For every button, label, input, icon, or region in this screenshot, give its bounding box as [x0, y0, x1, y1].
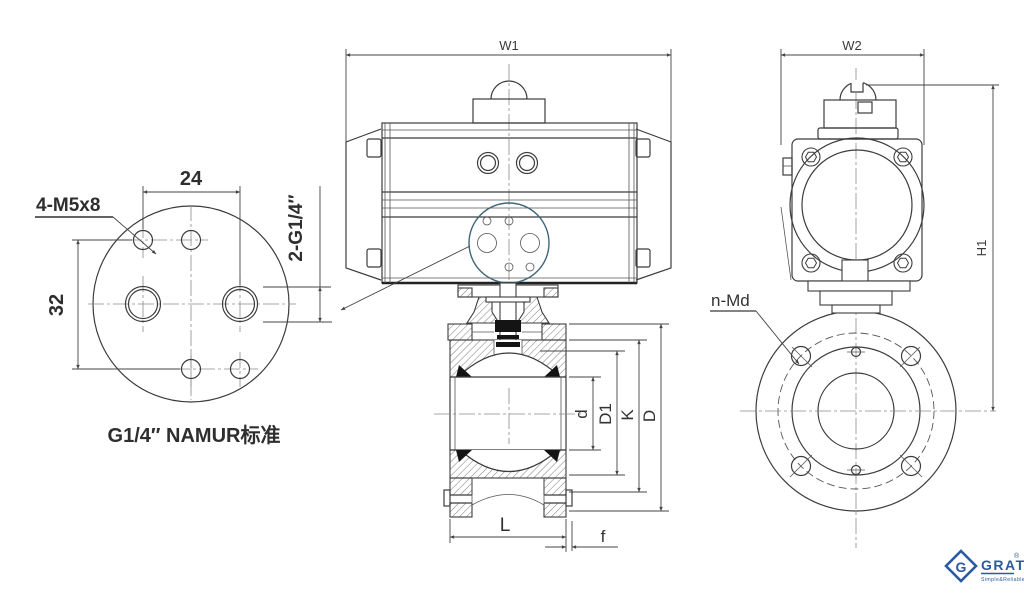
dim-d: d [569, 376, 601, 451]
indicator-dome [490, 80, 528, 100]
screw-callout: 4-M5x8 [35, 195, 157, 255]
indicator-slot [850, 83, 864, 93]
d-label: d [572, 409, 591, 418]
h1-label: H1 [974, 240, 989, 257]
logo-brand: GRAT [981, 557, 1024, 573]
cap-edge-line [780, 206, 792, 281]
cap-keyway [857, 101, 873, 114]
flange-od-label: D [640, 410, 659, 422]
side-view: W2 [710, 38, 999, 548]
ball-seat [544, 365, 560, 377]
collar [817, 127, 899, 140]
air-port [515, 151, 539, 175]
w2-label: W2 [842, 38, 862, 53]
air-port [476, 151, 500, 175]
ball-seat [456, 450, 472, 462]
d1-label: D1 [596, 403, 615, 425]
g14-port-thread [224, 288, 256, 320]
stem-packing [495, 320, 521, 332]
l-label: L [500, 515, 511, 536]
dim-w2: W2 [780, 38, 925, 145]
end-face-outer-circle [789, 137, 925, 273]
screw-count-label: 4-M5x8 [36, 195, 100, 216]
detail-leader-arrow [340, 245, 471, 311]
valve-body-section [434, 323, 584, 518]
m5-hole [229, 358, 251, 380]
stem-seal [497, 335, 519, 339]
dim-L: L [449, 515, 567, 552]
cap-bolt [366, 138, 382, 158]
n-md-label: n-Md [711, 291, 750, 310]
top-cap [823, 99, 897, 129]
dim-k: K [569, 339, 647, 493]
k-label: K [618, 409, 637, 421]
dim-D: D [569, 323, 669, 512]
corner-bolt [801, 253, 821, 273]
logo-diamond-icon [944, 549, 978, 583]
dim-32-label: 32 [46, 294, 68, 316]
logo-monogram: G [956, 559, 967, 575]
w1-label: W1 [499, 38, 519, 53]
side-tab [782, 157, 793, 176]
raised-face [443, 489, 451, 507]
dim-24: 24 [142, 168, 241, 285]
corner-bolt [893, 253, 913, 273]
thrust-seal [496, 342, 520, 347]
bottom-keyway [841, 259, 869, 282]
flange-bolt-hole [790, 455, 812, 477]
dim-f: f [545, 521, 618, 551]
m5-hole [132, 229, 154, 251]
dim-h1: H1 [866, 84, 999, 412]
m5-hole [180, 358, 202, 380]
dim-w1: W1 [345, 38, 672, 147]
mounting-bracket [457, 282, 559, 344]
namur-caption: G1/4″ NAMUR标准 [108, 423, 281, 447]
g14-port [124, 285, 162, 323]
port-count-label: 2-G1/4″ [286, 194, 307, 261]
brand-logo: G GRAT ® Simple&Reliable [944, 549, 1024, 583]
neck-step [819, 290, 893, 306]
ball-seat [456, 365, 472, 377]
dim-24-label: 24 [180, 168, 203, 190]
raised-face [565, 489, 573, 507]
m5-hole [180, 229, 202, 251]
bolt-callout: n-Md [710, 291, 800, 365]
air-port-inner [518, 154, 536, 172]
front-view: W1 [340, 38, 672, 552]
g14-port-thread [127, 288, 159, 320]
saddle-arc [471, 494, 545, 506]
end-face-inner-circle [801, 149, 913, 261]
ball-top-arc [457, 352, 561, 378]
ball-bottom-arc [459, 449, 559, 472]
left-end-cap [345, 128, 382, 281]
logo-tagline: Simple&Reliable [981, 577, 1024, 583]
ball-seat [544, 450, 560, 462]
valve-stem [499, 282, 517, 344]
right-end-cap [635, 128, 672, 281]
dim-d1: D1 [540, 350, 625, 476]
g14-port [221, 285, 259, 323]
port-callout: 2-G1/4″ [263, 186, 332, 323]
cap-bolt [635, 248, 651, 268]
namur-detail-view: 24 32 4-M5x8 2-G1/4″ G1/4″ NAMUR标准 [35, 168, 332, 447]
logo-registered: ® [1014, 552, 1020, 560]
flange-bolt-hole [900, 455, 922, 477]
f-label: f [601, 527, 606, 546]
flange-bolt-hole [790, 345, 812, 367]
dim-32: 32 [46, 239, 180, 370]
neck-step [807, 280, 911, 292]
cap-bolt [635, 138, 651, 158]
cap-bolt [366, 248, 382, 268]
flange-bolt-hole [900, 345, 922, 367]
neck-step [831, 304, 881, 314]
air-port-inner [479, 154, 497, 172]
